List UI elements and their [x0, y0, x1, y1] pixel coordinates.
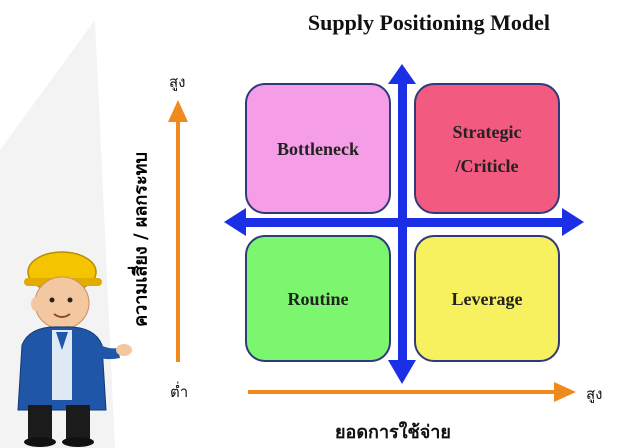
blue-arrowhead-right [562, 208, 584, 236]
quadrant-bottleneck-label: Bottleneck [277, 138, 359, 159]
horizontal-blue-shaft [242, 218, 564, 227]
quadrant-routine: Routine [245, 235, 391, 362]
y-axis-high-label: สูง [169, 73, 186, 91]
blue-arrowhead-up [388, 64, 416, 84]
quadrant-bottleneck: Bottleneck [245, 83, 391, 214]
x-axis-arrowhead [554, 382, 576, 402]
page-title: Supply Positioning Model [307, 10, 550, 35]
quadrant-routine-label: Routine [287, 288, 349, 309]
quadrant-strategic-label-line2: /Criticle [455, 155, 519, 176]
blue-arrowhead-down [388, 360, 416, 384]
quadrant-strategic: Strategic /Criticle [414, 83, 560, 214]
quadrant-leverage-label: Leverage [451, 288, 523, 309]
x-axis-title: ยอดการใช้จ่าย [335, 422, 451, 443]
quadrant-leverage: Leverage [414, 235, 560, 362]
x-axis-high-label: สูง [586, 385, 603, 403]
quadrant-strategic-label-line1: Strategic [452, 121, 522, 142]
blue-arrowhead-left [224, 208, 246, 236]
axis-low-label: ต่ำ [170, 383, 189, 401]
y-axis-arrowhead [168, 100, 188, 122]
